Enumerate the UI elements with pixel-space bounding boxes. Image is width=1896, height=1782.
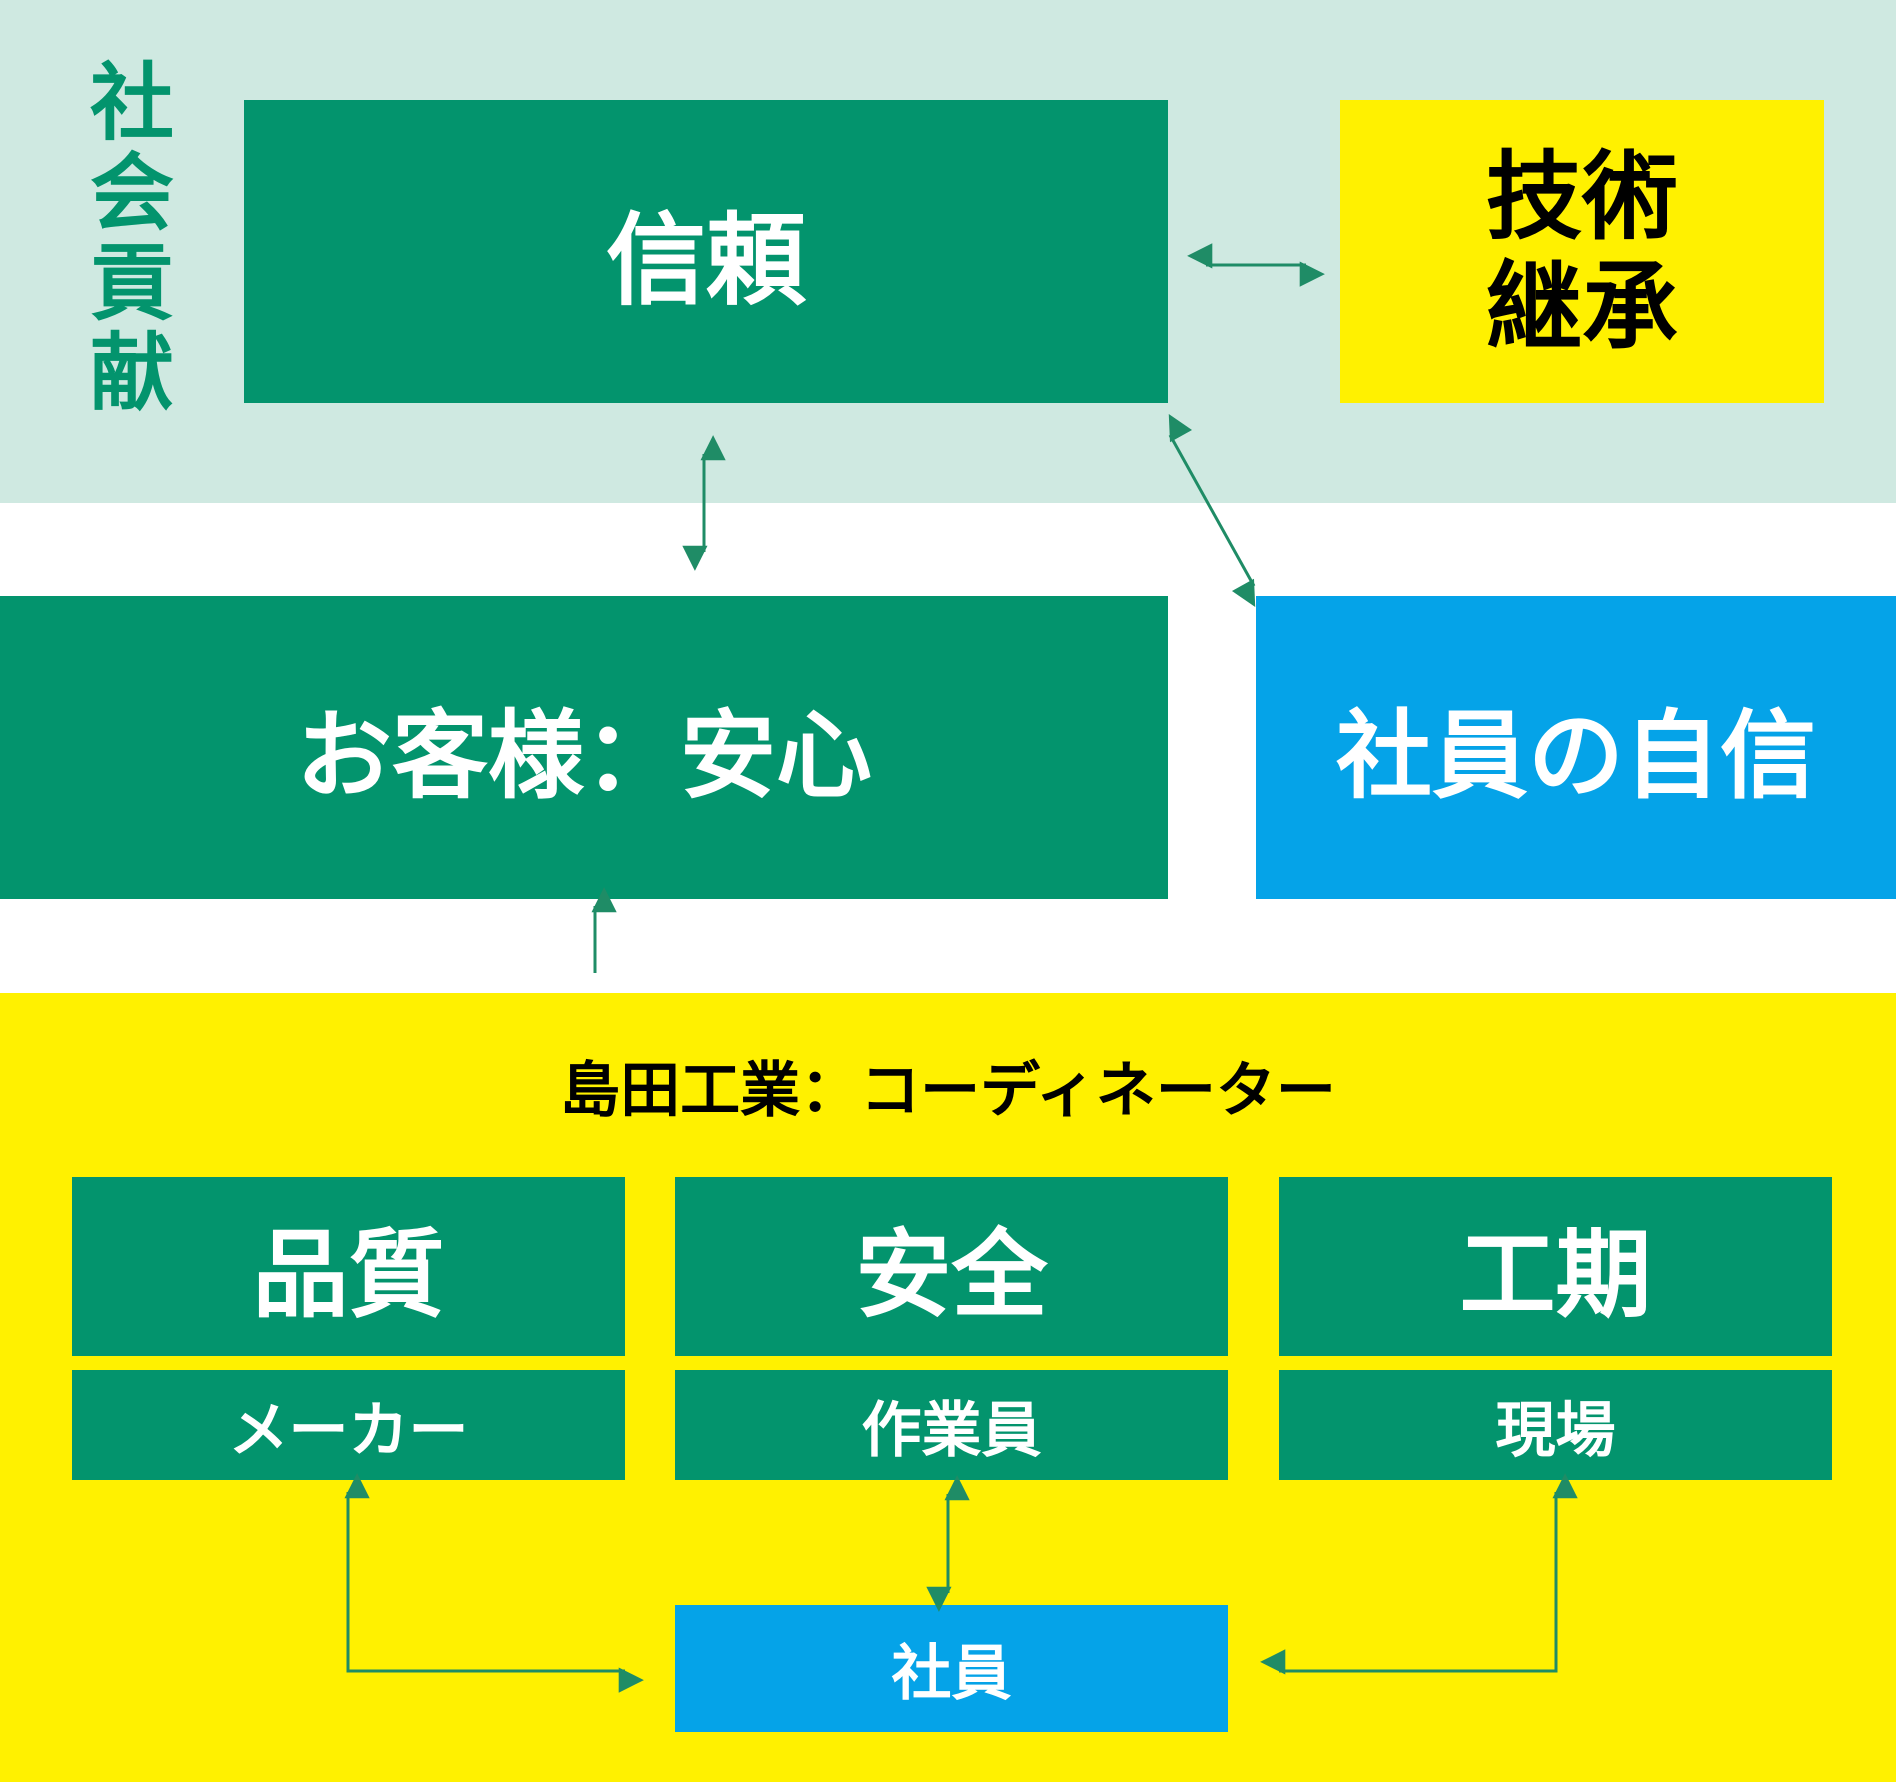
employee-confidence-label: 社員の自信 [1336,700,1816,812]
employee-box: 社員 [675,1605,1228,1732]
trust-label: 信頼 [606,202,806,319]
schedule-box: 工期 [1279,1177,1832,1356]
site-box: 現場 [1279,1370,1832,1480]
tech-succession-box: 技術 継承 [1340,100,1824,403]
tech-succession-line1: 技術 [1486,140,1678,253]
safety-box: 安全 [675,1177,1228,1356]
maker-label: メーカー [228,1395,469,1466]
employee-label: 社員 [891,1639,1012,1709]
schedule-label: 工期 [1459,1219,1652,1331]
worker-label: 作業員 [861,1395,1042,1466]
quality-label: 品質 [252,1219,445,1331]
trust-box: 信頼 [244,100,1168,403]
maker-box: メーカー [72,1370,625,1480]
customer-peace-label: お客様：安心 [296,700,872,812]
customer-peace-box: お客様：安心 [0,596,1168,899]
site-label: 現場 [1495,1395,1616,1466]
tech-succession-line2: 継承 [1486,250,1678,363]
employee-confidence-box: 社員の自信 [1256,596,1896,899]
worker-box: 作業員 [675,1370,1228,1480]
safety-label: 安全 [855,1219,1048,1331]
social-contribution-label: 社会貢献 [89,54,174,422]
coordinator-title: 島田工業：コーディネーター [560,1055,1336,1126]
quality-box: 品質 [72,1177,625,1356]
